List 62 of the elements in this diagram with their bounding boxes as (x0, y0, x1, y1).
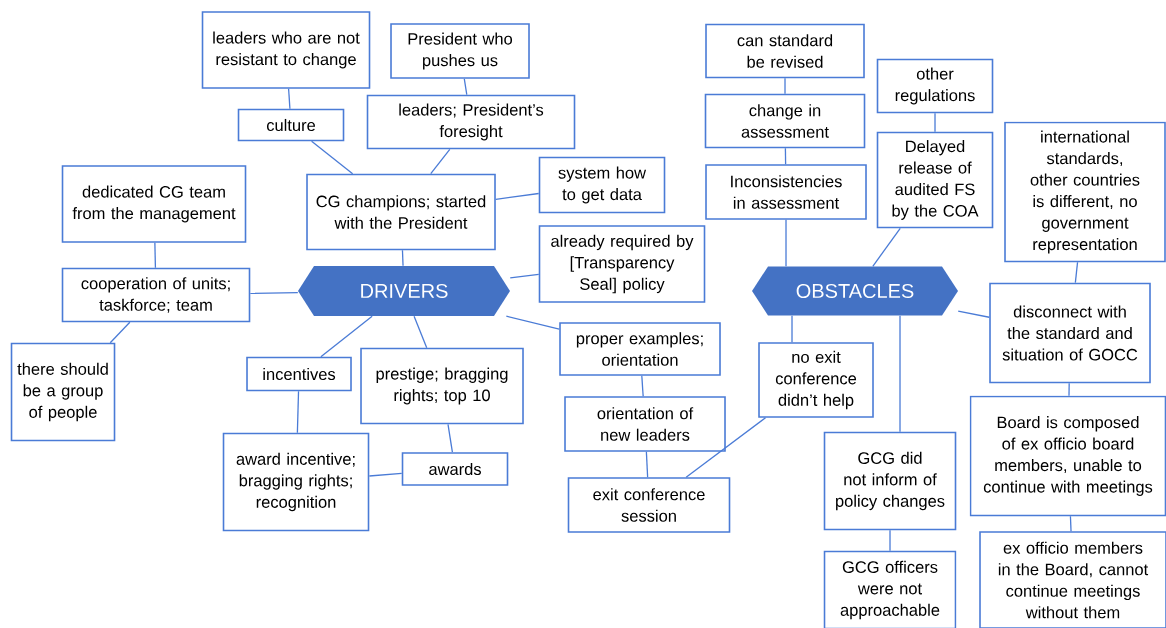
text-box: President who pushes us (390, 23, 530, 79)
connector-line (889, 529, 891, 552)
connector-line (784, 77, 786, 95)
text-box: orientation of new leaders (564, 396, 726, 452)
text-box: ex officio members in the Board, cannot continue meetings without them (979, 531, 1166, 628)
text-box: there should be a group of people (10, 342, 116, 442)
connector-line (310, 140, 354, 175)
connector-line (447, 423, 454, 453)
text-box: proper examples; orientation (559, 322, 721, 376)
connector-line (287, 88, 291, 110)
text-box: leaders; President’s foresight (366, 94, 576, 150)
text-box: prestige; bragging rights; top 10 (360, 347, 524, 425)
text-box: culture (237, 108, 345, 142)
text-box: dedicated CG team from the management (61, 165, 247, 243)
connector-line (957, 310, 990, 318)
connector-line (872, 227, 901, 267)
connector-line (413, 315, 428, 349)
text-box: award incentive; bragging rights; recognition (222, 432, 370, 532)
connector-line (368, 472, 403, 477)
connector-line (785, 219, 787, 267)
text-box: system how to get data (538, 156, 666, 214)
connector-line (934, 112, 936, 133)
text-box: GCG officers were not approachable (823, 550, 957, 628)
text-box: awards (401, 452, 509, 486)
connector-line (784, 147, 787, 165)
text-box: international standards, other countries is different, no government representation (1004, 121, 1166, 263)
text-box: leaders who are not resistant to change (201, 11, 371, 89)
text-box: can standard be revised (705, 23, 865, 79)
connector-line (154, 242, 157, 269)
text-box: no exit conference didn’t help (758, 342, 874, 418)
connector-line (899, 315, 901, 433)
text-box: disconnect with the standard and situation of GOCC (989, 282, 1151, 384)
connector-line (463, 78, 468, 96)
connector-line (685, 417, 767, 478)
connector-line (320, 315, 373, 358)
connector-line (430, 148, 451, 175)
connector-line (249, 292, 299, 295)
text-box: Board is composed of ex officio board members, unable to continue with meetings (969, 395, 1166, 517)
connector-line (495, 192, 540, 200)
text-box: change in assessment (704, 93, 866, 149)
connector-line (1068, 382, 1070, 397)
connector-line (791, 315, 793, 343)
connector-line (641, 375, 644, 397)
connector-line (401, 249, 404, 267)
hexagon-node: DRIVERS (298, 266, 510, 316)
connector-line (505, 315, 560, 330)
hexagon-node: OBSTACLES (752, 266, 958, 316)
text-box: cooperation of units; taskforce; team (61, 267, 251, 323)
connector-line (1074, 261, 1079, 284)
text-box: exit conference session (567, 477, 731, 533)
text-box: Delayed release of audited FS by the COA (876, 131, 994, 229)
connector-line (645, 451, 649, 478)
text-box: already required by [Transparency Seal] policy (538, 225, 706, 303)
text-box: CG champions; started with the President (306, 173, 496, 251)
text-box: other regulations (876, 58, 994, 114)
text-box: Inconsistencies in assessment (705, 164, 867, 220)
connector-line (1069, 515, 1072, 532)
connector-line (109, 321, 131, 344)
connector-line (296, 390, 300, 434)
text-box: incentives (246, 356, 352, 392)
connector-line (509, 273, 540, 279)
text-box: GCG did not inform of policy changes (823, 431, 957, 531)
